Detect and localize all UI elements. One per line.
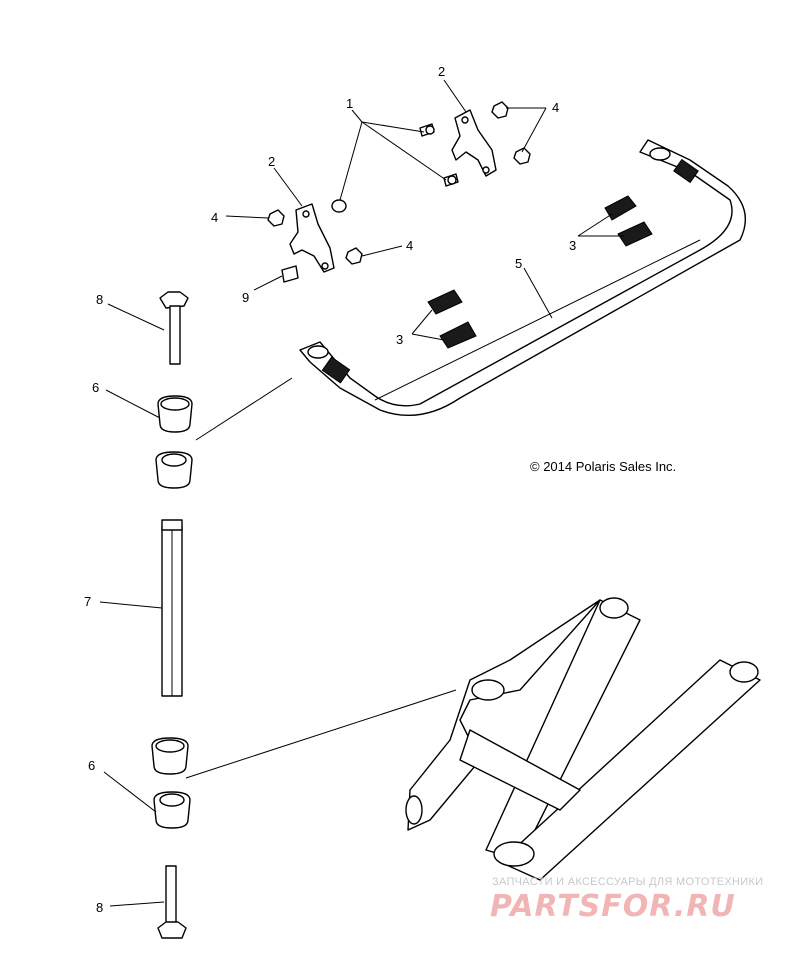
bushing-group-left [427,289,477,349]
copyright-text: © 2014 Polaris Sales Inc. [530,459,676,474]
stabilizer-bar [299,139,747,416]
leader-lines [99,79,624,907]
link-rod [161,519,183,697]
watermark-tagline: ЗАПЧАСТИ И АКСЕССУАРЫ ДЛЯ МОТОТЕХНИКИ [492,876,763,888]
clamp-upper [451,109,497,177]
nuts-part-4 [267,101,531,265]
callout-7: 7 [84,594,91,609]
bolt-top [159,291,189,365]
grommet-lower-b [153,791,191,829]
grommet-upper-b [155,451,193,489]
watermark: ЗАПЧАСТИ И АКСЕССУАРЫ ДЛЯ МОТОТЕХНИКИ PA… [490,876,763,924]
callout-4-right: 4 [406,238,413,253]
screws-part-1 [331,123,459,213]
callout-6-lower: 6 [88,758,95,773]
a-arm [405,597,761,881]
clamp-lower [289,203,335,273]
callout-5: 5 [515,256,522,271]
callout-labels: 1 2 2 3 3 4 4 4 5 6 6 7 8 8 9 [84,64,576,915]
callout-4-left: 4 [211,210,218,225]
callout-8-upper: 8 [96,292,103,307]
bolt-part-9 [281,265,299,283]
callout-8-lower: 8 [96,900,103,915]
callout-1: 1 [346,96,353,111]
callout-2-upper: 2 [438,64,445,79]
grommet-upper-a [157,395,193,433]
bolt-bottom [157,865,187,939]
grommet-lower-a [151,737,189,775]
callout-6-upper: 6 [92,380,99,395]
bushing-group-right [604,195,653,247]
callout-3-left: 3 [396,332,403,347]
callout-3-right: 3 [569,238,576,253]
callout-9: 9 [242,290,249,305]
watermark-logo: PARTSFOR.RU [490,889,736,924]
callout-2-lower: 2 [268,154,275,169]
callout-4-upper: 4 [552,100,559,115]
